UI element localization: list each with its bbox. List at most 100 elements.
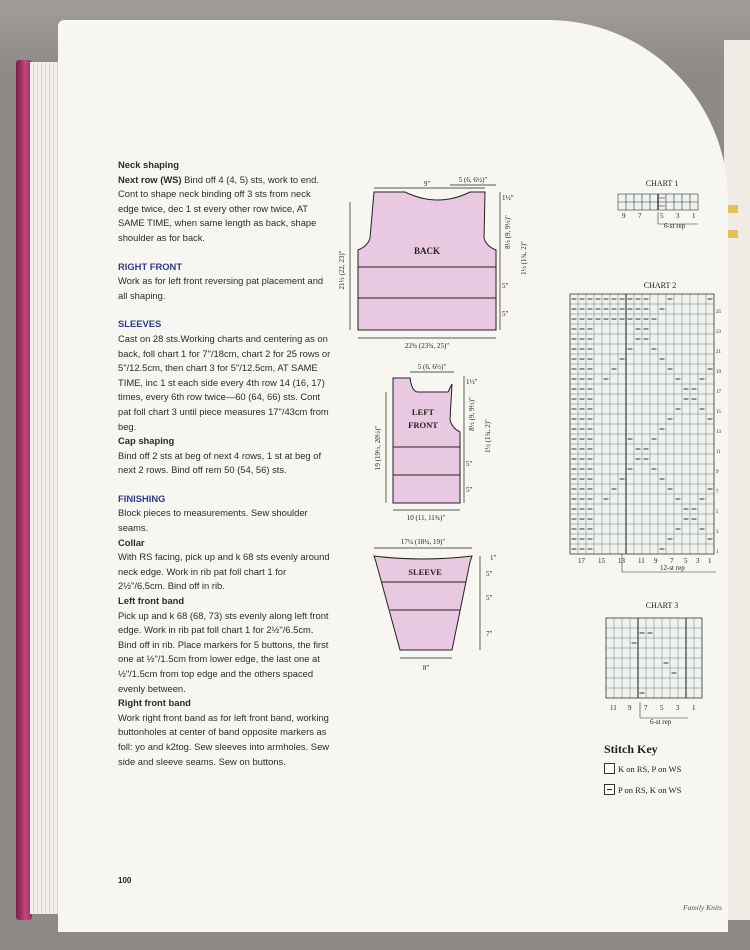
- left-front-label-1: LEFT: [412, 407, 435, 417]
- chart3-number: 7: [644, 704, 648, 712]
- back-shoulder-width: 5 (6, 6½)": [459, 176, 488, 184]
- sleeve-schematic: SLEEVE 17¼ (18¼, 19)" 1" 5" 5" 7" 8": [373, 538, 497, 672]
- left-front-band: 5": [466, 460, 473, 468]
- back-band1: 5": [502, 282, 509, 290]
- next-row-text: Bind off 4 (4, 5) sts, work to end. Cont…: [118, 173, 319, 243]
- chart2-title: CHART 2: [644, 281, 677, 290]
- back-piece-shape: [357, 191, 497, 331]
- sleeve-band1: 5": [486, 570, 493, 578]
- stitch-key-knit-row: K on RS, P on WS: [604, 763, 714, 774]
- chart-row-number: 13: [716, 430, 722, 435]
- sleeve-piece-shape: [373, 555, 473, 651]
- back-label: BACK: [414, 246, 440, 256]
- chart2-number: 7: [670, 557, 674, 565]
- chart3-number: 9: [628, 704, 632, 712]
- chart-row-number: 11: [716, 450, 721, 455]
- chart-row-number: 9: [716, 470, 719, 475]
- chart2-rep: 12-st rep: [660, 564, 685, 572]
- back-armhole-shaping: 1½ (1¾, 2)": [520, 241, 528, 275]
- left-front-side-length: 19 (19½, 20½)": [374, 426, 382, 470]
- back-band2: 5": [502, 310, 509, 318]
- back-width: 22¾ (23¾, 25)": [405, 342, 449, 350]
- finishing-text: Block pieces to measurements. Sew should…: [118, 507, 308, 534]
- chart3-title: CHART 3: [646, 601, 679, 610]
- chart1-number: 1: [692, 212, 696, 220]
- back-schematic: BACK 9" 5 (6, 6½)" 1½" 8½ (9, 9½)" 1½ (1…: [338, 176, 528, 350]
- right-front-text: Work as for left front reversing pat pla…: [118, 275, 324, 301]
- chart-row-number: 7: [716, 490, 719, 495]
- neck-shaping-text: Next row (WS) Bind off 4 (4, 5) sts, wor…: [118, 173, 332, 246]
- chart1-rep: 6-st rep: [664, 222, 686, 230]
- chart-3: CHART 3 11 9 7 5 3 1 6-st rep: [605, 601, 703, 726]
- facing-page-mark: [728, 205, 738, 213]
- chart3-rep: 6-st rep: [650, 718, 672, 726]
- chart-1: CHART 1 9 7 5 3 1 6-st rep: [617, 179, 699, 230]
- facing-page-edge: [724, 40, 750, 920]
- left-front-width: 10 (11, 11¾)": [407, 514, 446, 522]
- back-shoulder-depth: 1½": [502, 194, 514, 202]
- chart3-number: 5: [660, 704, 664, 712]
- left-front-schematic: LEFT FRONT 5 (6, 6½)" 1½" 8½ (9, 9½)" 1½…: [374, 363, 492, 522]
- chart3-number: 1: [692, 704, 696, 712]
- chart2-number: 17: [578, 557, 586, 565]
- page-number: 100: [118, 876, 132, 885]
- chart1-number: 9: [622, 212, 626, 220]
- stitch-key: Stitch Key K on RS, P on WS P on RS, K o…: [604, 742, 714, 795]
- chart1-grid: [617, 193, 699, 211]
- sleeves-text: Cast on 28 sts.Working charts and center…: [118, 332, 331, 432]
- chart2-number: 1: [708, 557, 712, 565]
- left-front-band-text: Pick up and k 68 (68, 73) sts evenly alo…: [118, 609, 329, 694]
- knit-symbol-icon: [604, 763, 615, 774]
- sleeve-label: SLEEVE: [408, 567, 442, 577]
- left-front-shoulder-depth: 1½": [466, 378, 478, 386]
- stitch-key-title: Stitch Key: [604, 742, 658, 756]
- back-side-length: 21½ (22, 23)": [338, 250, 346, 289]
- sleeve-band2: 5": [486, 594, 493, 602]
- chart-row-number: 3: [716, 530, 719, 535]
- chart-row-number: 1: [716, 550, 719, 555]
- stitch-key-purl-label: P on RS, K on WS: [618, 784, 682, 795]
- left-front-shoulder-width: 5 (6, 6½)": [418, 363, 447, 371]
- cap-shaping-heading: Cap shaping: [118, 435, 175, 447]
- chart-row-number: 5: [716, 510, 719, 515]
- back-armhole-depth: 8½ (9, 9½)": [504, 215, 512, 249]
- schematics-diagram: BACK 9" 5 (6, 6½)" 1½" 8½ (9, 9½)" 1½ (1…: [338, 176, 528, 672]
- left-front-armhole-shaping: 1½ (1¾, 2)": [484, 419, 492, 453]
- chart3-grid: [605, 617, 703, 699]
- right-front-band-text: Work right front band as for left front …: [118, 711, 330, 767]
- left-front-armhole-depth: 8½ (9, 9½)": [468, 397, 476, 431]
- stitch-key-purl-row: P on RS, K on WS: [604, 784, 714, 795]
- neck-shaping-heading: Neck shaping: [118, 159, 179, 170]
- back-neck-width: 9": [424, 180, 431, 188]
- facing-page-mark: [728, 230, 738, 238]
- chart2-number: 11: [638, 557, 645, 565]
- chart3-number: 3: [676, 704, 680, 712]
- book-binding: [16, 60, 32, 920]
- chart1-number: 7: [638, 212, 642, 220]
- pattern-text-column: Neck shaping Next row (WS) Bind off 4 (4…: [118, 158, 332, 769]
- stitch-key-knit-label: K on RS, P on WS: [618, 763, 682, 774]
- collar-heading: Collar: [118, 536, 145, 548]
- chart1-title: CHART 1: [646, 179, 679, 188]
- sleeve-cap: 1": [490, 554, 497, 562]
- page-footer: Family Knits: [683, 903, 722, 912]
- chart1-number: 3: [676, 212, 680, 220]
- chart-row-number: 17: [716, 390, 722, 395]
- finishing-heading: FINISHING: [118, 492, 166, 504]
- chart-row-number: 15: [716, 410, 722, 415]
- sleeve-band3: 7": [486, 630, 493, 638]
- left-front-piece-shape: [392, 377, 461, 504]
- left-front-band-2: 5": [466, 486, 473, 494]
- next-row-label: Next row (WS): [118, 173, 182, 185]
- chart-row-number: 23: [716, 330, 722, 335]
- left-front-band-heading: Left front band: [118, 595, 185, 607]
- sleeve-bottom-width: 8": [423, 664, 430, 672]
- chart2-number: 9: [654, 557, 658, 565]
- right-front-heading: RIGHT FRONT: [118, 260, 183, 272]
- chart-row-number: 25: [716, 310, 722, 315]
- cap-shaping-text: Bind off 2 sts at beg of next 4 rows, 1 …: [118, 449, 322, 476]
- collar-text: With RS facing, pick up and k 68 sts eve…: [118, 551, 330, 592]
- left-front-label-2: FRONT: [408, 420, 438, 430]
